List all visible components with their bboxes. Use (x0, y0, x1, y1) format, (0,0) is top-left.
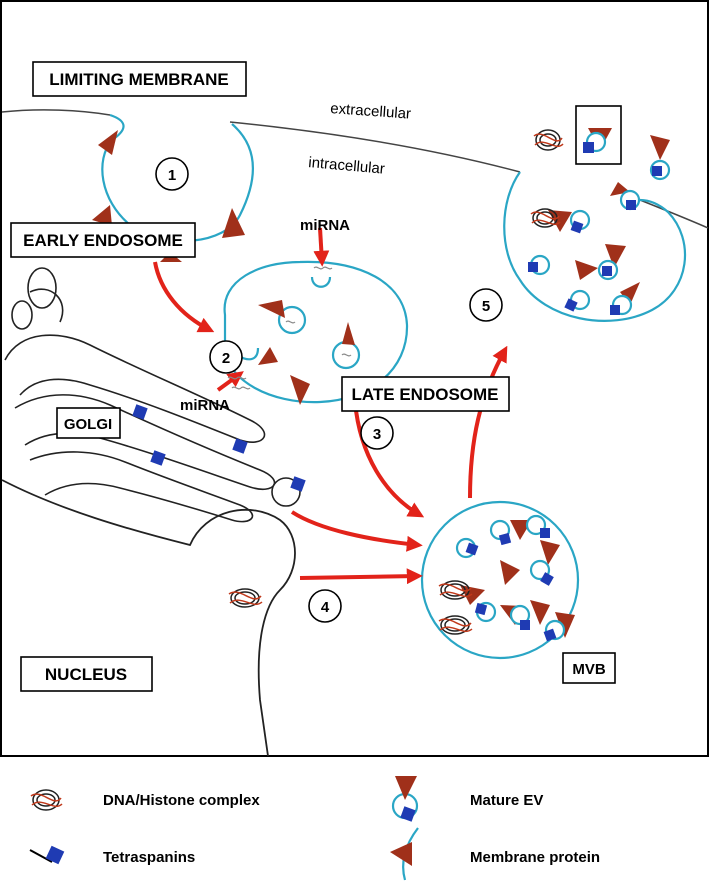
svg-text:5: 5 (482, 298, 490, 315)
legend-membrane-protein-label: Membrane protein (470, 849, 600, 866)
svg-text:4: 4 (321, 599, 330, 616)
step-4: 4 (308, 589, 342, 623)
early-endosome-vesicle (223, 260, 409, 404)
golgi-tetraspanins (132, 404, 306, 492)
nucleus-envelope (1, 479, 296, 757)
svg-text:GOLGI: GOLGI (64, 416, 112, 433)
label-early-endosome: EARLY ENDOSOME (10, 222, 196, 258)
plasma-membrane-right (639, 199, 709, 229)
plasma-membrane-middle (229, 121, 521, 173)
svg-text:1: 1 (168, 167, 176, 184)
step-5: 5 (469, 288, 503, 322)
legend-mature-ev-icon (391, 776, 419, 822)
step-2: 2 (209, 340, 243, 374)
legend-membrane-protein-icon (390, 827, 419, 881)
svg-text:3: 3 (373, 426, 381, 443)
label-mvb: MVB (562, 652, 616, 684)
label-intracellular: intracellular (308, 154, 386, 178)
ev-highlight-box (575, 105, 622, 165)
label-late-endosome: LATE ENDOSOME (341, 376, 510, 412)
ilv-small-1 (277, 305, 307, 335)
svg-text:EARLY ENDOSOME: EARLY ENDOSOME (23, 231, 183, 250)
label-nucleus: NUCLEUS (20, 656, 153, 692)
svg-text:LIMITING MEMBRANE: LIMITING MEMBRANE (49, 70, 228, 89)
label-mirna-top: miRNA (300, 217, 350, 234)
svg-text:2: 2 (222, 350, 230, 367)
mature-evs (455, 131, 671, 642)
dna-histone-complexes (228, 129, 564, 635)
arrow-mvb-to-fusion (468, 345, 508, 499)
arrow-late-endosome-to-mvb (353, 401, 425, 518)
mirna-uptake-pit-top (310, 276, 332, 288)
svg-text:LATE ENDOSOME: LATE ENDOSOME (351, 385, 498, 404)
legend-mature-ev-label: Mature EV (470, 792, 543, 809)
legend-dna-histone-icon (30, 789, 63, 811)
svg-text:MVB: MVB (572, 661, 606, 678)
arrow-nucleus-to-mvb (299, 568, 423, 585)
legend-tetraspanins-label: Tetraspanins (103, 849, 195, 866)
mvb-fusion-vesicle (503, 171, 687, 322)
label-golgi: GOLGI (56, 407, 121, 439)
arrow-early-to-sorting (153, 261, 215, 333)
svg-text:NUCLEUS: NUCLEUS (45, 665, 127, 684)
legend-tetraspanins-icon (29, 845, 65, 865)
legend: DNA/Histone complex Mature EV Tetraspani… (29, 776, 600, 881)
arrow-mirna-left (216, 371, 244, 392)
step-1: 1 (155, 157, 189, 191)
label-extracellular: extracellular (330, 100, 412, 123)
mirna-strands (227, 266, 352, 390)
legend-dna-histone-label: DNA/Histone complex (103, 792, 260, 809)
label-limiting-membrane: LIMITING MEMBRANE (32, 61, 247, 97)
arrow-mirna-top (313, 227, 330, 267)
arrow-golgi-to-mvb (290, 510, 423, 552)
label-mirna-left: miRNA (180, 397, 230, 414)
step-3: 3 (360, 416, 394, 450)
plasma-membrane-left (1, 109, 111, 116)
